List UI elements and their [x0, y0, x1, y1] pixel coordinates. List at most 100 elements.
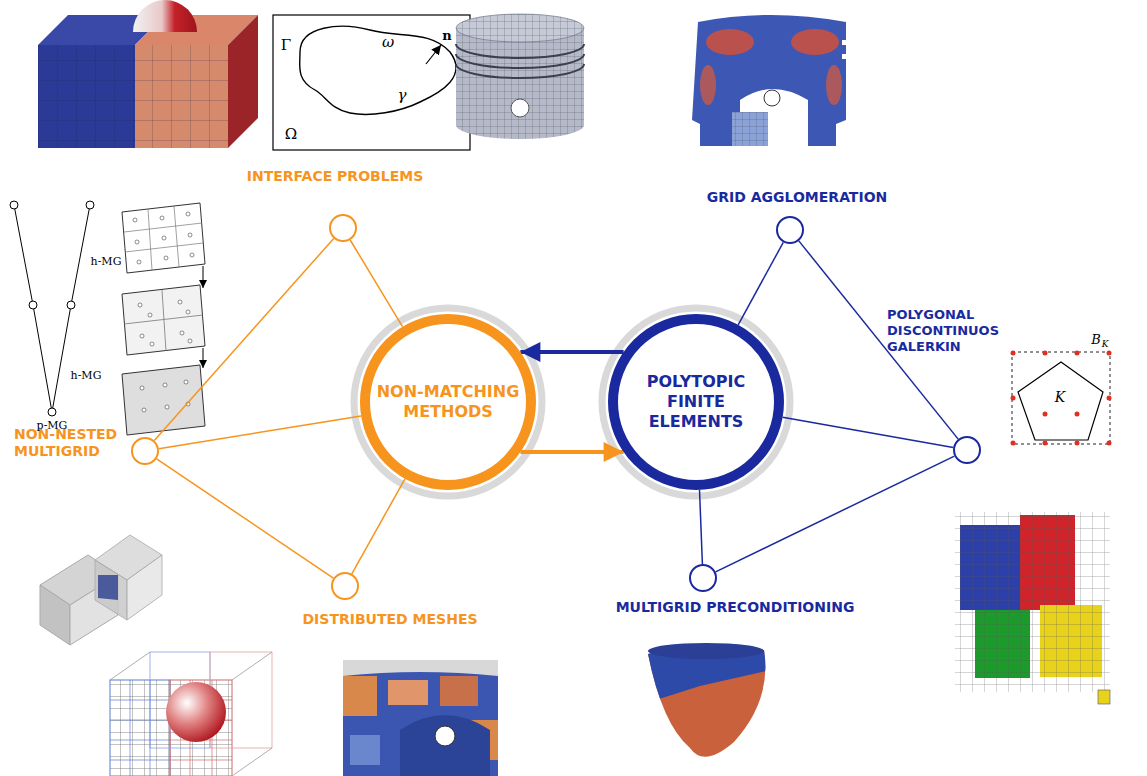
interface-block-3d-part [228, 15, 258, 148]
link-line [783, 417, 954, 447]
mesh-hierarchy-part-part [165, 405, 169, 409]
node-outline [331, 572, 359, 600]
node-outline [953, 436, 981, 464]
topic-node: NON-NESTED MULTIGRID [131, 437, 159, 465]
mesh-hierarchy-part [133, 212, 194, 264]
mesh-hierarchy-part [122, 285, 205, 355]
polygon-element-part-part [1107, 396, 1112, 401]
topic-label: DISTRIBUTED MESHES [302, 611, 477, 629]
wire-cube-sphere-part [110, 680, 170, 776]
v-cycle-part [67, 301, 75, 309]
mesh-hierarchy-part [122, 365, 205, 435]
mesh-hierarchy-part-part [148, 313, 152, 317]
interface-block-3d [38, 0, 258, 148]
distributed-piston [343, 660, 498, 776]
distributed-piston-part [343, 676, 377, 716]
node-outline [689, 564, 717, 592]
link-line [154, 239, 333, 441]
agglomerated-blocks-part [955, 512, 1110, 692]
math-label: h-MG [91, 256, 122, 268]
link-line [157, 459, 334, 578]
polygon-element-part [1018, 362, 1103, 440]
topic-label: POLYGONAL DISCONTINUOS GALERKIN [887, 307, 999, 356]
polygon-element-part-part [1075, 351, 1080, 356]
math-label: γ [398, 87, 407, 104]
piston-mesh-part [456, 44, 584, 78]
mesh-hierarchy-part-part [160, 216, 164, 220]
flow-arrow [520, 350, 623, 354]
v-cycle-part [10, 201, 18, 209]
agglomerated-blocks [955, 512, 1110, 704]
link-line [159, 416, 361, 449]
wire-cube-sphere-part [110, 652, 272, 776]
mesh-hierarchy-part [138, 300, 192, 346]
polygon-element-part-part [1011, 396, 1016, 401]
mesh-hierarchy-part-part [163, 383, 167, 387]
node-circle [332, 573, 358, 599]
interface-sketch-part [273, 15, 470, 150]
mesh-hierarchy-part-part [186, 310, 190, 314]
mesh-hierarchy-part-part [135, 240, 139, 244]
overlapping-cubes-part [98, 575, 118, 600]
heart-mesh [640, 630, 780, 770]
hub-rings-part [602, 308, 790, 496]
mesh-hierarchy-part [203, 348, 204, 368]
distributed-piston-part [400, 715, 490, 776]
wire-cube-sphere-part [110, 680, 170, 776]
flow-arrow [520, 450, 623, 454]
link-line [350, 240, 402, 327]
hub-rings [354, 308, 790, 496]
piston-cut-part [732, 112, 768, 146]
piston-mesh-part [511, 99, 529, 117]
link-line [352, 479, 405, 574]
mesh-hierarchy-part-part [184, 380, 188, 384]
link-line [716, 456, 955, 572]
node-outline [329, 214, 357, 242]
polygon-element-part-part [1011, 441, 1016, 446]
link-line [700, 490, 703, 564]
mesh-hierarchy-part-part [140, 386, 144, 390]
piston-cut-part [764, 90, 780, 106]
mesh-hierarchy-part-part [164, 256, 168, 260]
distributed-piston-part [435, 726, 455, 746]
distributed-piston-part [350, 735, 380, 765]
node-circle [330, 215, 356, 241]
hub-title: NON-MATCHING METHODS [370, 382, 526, 422]
node-circle [132, 438, 158, 464]
mesh-hierarchy-part [124, 290, 203, 351]
heart-mesh-part-part [640, 630, 780, 770]
hub-circle: POLYTOPIC FINITE ELEMENTS [608, 314, 784, 490]
node-circle [690, 565, 716, 591]
mesh-hierarchy-part-part [180, 331, 184, 335]
mesh-hierarchy-part-part [188, 339, 192, 343]
piston-cut-part [842, 54, 852, 59]
interface-sketch-part [300, 26, 456, 114]
topic-node: DISTRIBUTED MESHES [331, 572, 359, 600]
interface-block-3d-part [38, 45, 228, 148]
node-circle [777, 217, 803, 243]
v-cycle-part [86, 201, 94, 209]
node-circle [954, 437, 980, 463]
polygon-element-part-part [1075, 441, 1080, 446]
distributed-piston-part [388, 680, 428, 705]
topic-label: GRID AGGLOMERATION [707, 189, 888, 207]
mesh-hierarchy-part-part [162, 236, 166, 240]
mesh-hierarchy-part-part [138, 303, 142, 307]
polygon-element-part-part [1043, 441, 1048, 446]
math-label: K [1102, 340, 1109, 350]
interface-sketch [273, 15, 470, 150]
math-label: Γ [281, 37, 291, 54]
piston-cut-part [791, 29, 839, 55]
mesh-hierarchy-part [140, 380, 190, 412]
piston-cut-part [700, 65, 716, 105]
overlapping-cubes-part [95, 560, 127, 620]
piston-cut [692, 15, 852, 146]
mesh-hierarchy-part-part [186, 212, 190, 216]
polygon-element-part-part [1107, 351, 1112, 356]
polygon-element-part-part [1043, 412, 1048, 417]
piston-mesh-part [456, 28, 584, 139]
wire-cube-sphere [110, 652, 272, 776]
